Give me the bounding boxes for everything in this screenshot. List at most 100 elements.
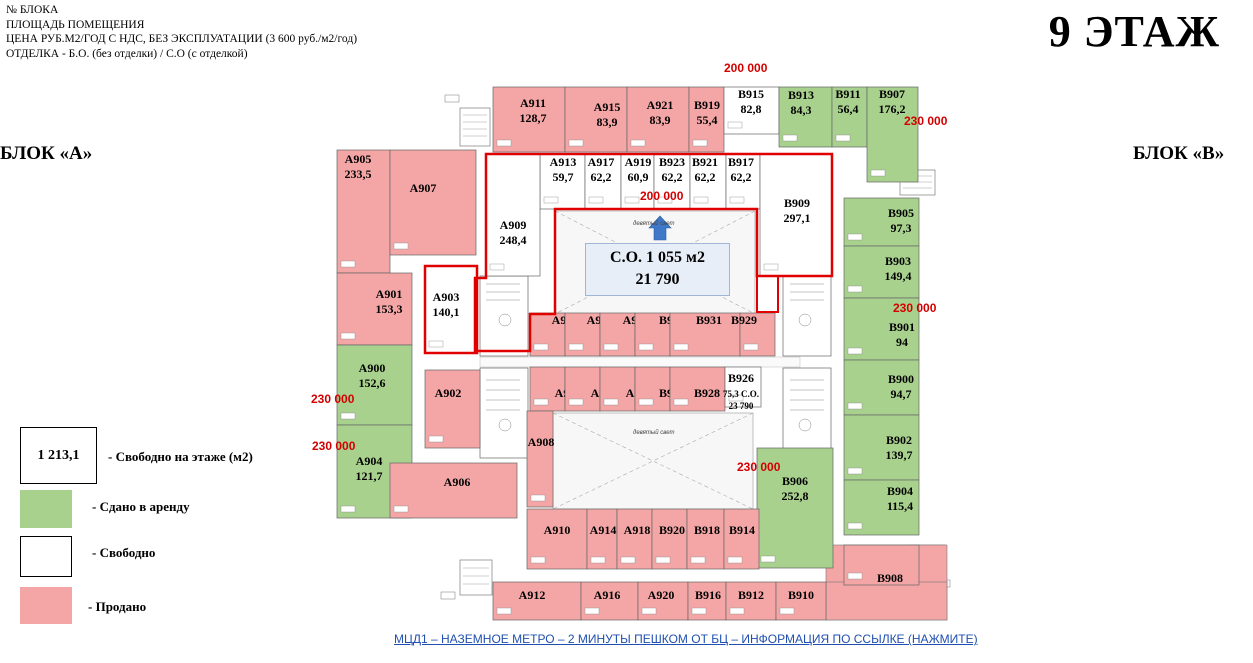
unit-в920[interactable]: В920 [651, 508, 688, 570]
room-tag [533, 398, 549, 406]
price-b-center: 230 000 [737, 460, 781, 474]
unit-в912[interactable]: В912 [725, 581, 777, 621]
unit-number: А903 [433, 290, 460, 304]
unit-number: А918 [624, 523, 651, 537]
unit-shape-в909[interactable] [759, 153, 833, 277]
unit-в928[interactable]: В928 [669, 366, 726, 412]
unit-shape-в906[interactable] [756, 447, 834, 569]
price-a-left-2: 230 000 [312, 439, 356, 453]
unit-number: В926 [728, 371, 754, 385]
free-area-outline-main [473, 152, 834, 353]
unit-number: В912 [738, 588, 764, 602]
legend-free-total-value: 1 213,1 [37, 447, 80, 463]
unit-shape-а907[interactable] [389, 149, 477, 256]
unit-number: А908 [528, 435, 555, 449]
unit-number: В913 [788, 88, 814, 102]
room-tag [782, 134, 798, 142]
unit-а918[interactable]: А918 [616, 508, 653, 570]
unit-в918[interactable]: В918 [686, 508, 725, 570]
unit-а916[interactable]: А916 [580, 581, 639, 621]
plan-wing-fill [825, 581, 948, 621]
unit-shape-в907[interactable] [866, 86, 919, 183]
room-tag [496, 607, 512, 615]
unit-number: В928 [694, 386, 720, 400]
unit-а929[interactable]: А929 [564, 312, 613, 357]
unit-в929[interactable]: В929 [731, 312, 776, 357]
unit-area: 83,9 [650, 113, 671, 127]
unit-а931[interactable]: А931 [599, 312, 649, 357]
unit-в908[interactable]: В908 [843, 544, 920, 586]
room-tag [603, 343, 619, 351]
unit-в910[interactable]: В910 [775, 581, 827, 621]
unit-в931[interactable]: В931 [669, 312, 741, 357]
unit-в916[interactable]: В916 [687, 581, 727, 621]
unit-number: А910 [544, 523, 571, 537]
room-tag [657, 196, 673, 204]
unit-shape-а903[interactable] [424, 265, 478, 354]
unit-number: А917 [588, 155, 615, 169]
unit-number: В904 [887, 484, 913, 498]
unit-а908[interactable]: А908 [526, 410, 555, 508]
unit-а902[interactable]: А902 [424, 369, 481, 449]
unit-area: 97,3 [891, 221, 912, 235]
unit-number: В902 [886, 433, 912, 447]
unit-area: 153,3 [376, 302, 403, 316]
header-line-area: ПЛОЩАДЬ ПОМЕЩЕНИЯ [6, 18, 145, 31]
unit-number: В920 [659, 523, 685, 537]
unit-number: А919 [625, 155, 652, 169]
unit-а906[interactable]: А906 [389, 462, 518, 519]
unit-shape-а908[interactable] [526, 410, 554, 508]
unit-shape-а902[interactable] [424, 369, 481, 449]
unit-а914[interactable]: А914 [586, 508, 618, 570]
unit-в914[interactable]: В914 [723, 508, 760, 570]
unit-shape-в931[interactable] [669, 312, 741, 357]
unit-в933[interactable]: В933 [634, 312, 685, 357]
room-tag [727, 556, 743, 564]
unit-shape-а900[interactable] [336, 344, 413, 426]
room-tag [638, 398, 654, 406]
unit-area: 297,1 [784, 211, 811, 225]
unit-area: 94,7 [891, 387, 912, 401]
unit-а920[interactable]: А920 [637, 581, 689, 621]
unit-а912[interactable]: А912 [492, 581, 582, 621]
unit-shape-а905[interactable] [336, 149, 391, 274]
unit-а907[interactable]: А907 [389, 149, 477, 256]
unit-number: В900 [888, 372, 914, 386]
atrium-lower-label: девятый свет [633, 430, 675, 436]
metro-info-link[interactable]: МЦД1 – НАЗЕМНОЕ МЕТРО – 2 МИНУТЫ ПЕШКОМ … [394, 632, 978, 646]
unit-number: А915 [594, 100, 621, 114]
unit-shape-а909[interactable] [485, 153, 541, 277]
unit-shape-а906[interactable] [389, 462, 518, 519]
unit-number: В908 [877, 571, 903, 585]
unit-number: В929 [731, 313, 757, 327]
unit-а910[interactable]: А910 [526, 508, 588, 570]
